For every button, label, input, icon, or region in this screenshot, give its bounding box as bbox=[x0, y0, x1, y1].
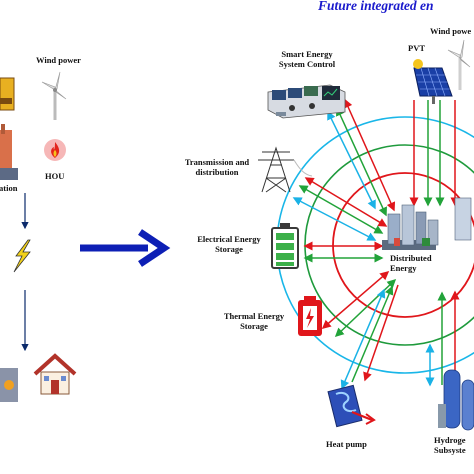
blue-connection-lines bbox=[292, 110, 435, 390]
transmission-label: Transmission and distribution bbox=[184, 157, 250, 177]
hou-label: HOU bbox=[45, 171, 65, 181]
generation-label: ation bbox=[0, 183, 18, 193]
wind-turbine-icon bbox=[41, 71, 67, 120]
distributed-energy-label: Distributed Energy bbox=[390, 253, 432, 273]
fire-icon bbox=[44, 139, 66, 161]
heat-pump-label: Heat pump bbox=[326, 439, 367, 449]
battery-icon bbox=[271, 223, 299, 269]
wind-power-label-right: Wind powe bbox=[430, 26, 472, 36]
thermal-storage-label: Thermal Energy Storage bbox=[223, 311, 285, 331]
pvt-label: PVT bbox=[408, 43, 425, 53]
diagram-title: Future integrated en bbox=[318, 0, 434, 13]
wind-power-label-left: Wind power bbox=[36, 55, 81, 65]
wind-turbine-icon-right bbox=[447, 39, 471, 90]
lightning-icon bbox=[13, 239, 31, 273]
power-plant-icon bbox=[0, 77, 18, 180]
heat-pump-icon bbox=[327, 384, 376, 428]
house-icon bbox=[33, 353, 77, 395]
hydrogen-label: Hydroge Subsyste bbox=[434, 435, 466, 455]
smart-control-label: Smart Energy System Control bbox=[278, 49, 336, 69]
transmission-tower-icon bbox=[258, 146, 313, 193]
control-room-icon bbox=[267, 84, 346, 119]
thermal-battery-icon bbox=[298, 296, 322, 336]
electrical-storage-label: Electrical Energy Storage bbox=[197, 234, 261, 254]
solar-panel-icon bbox=[413, 59, 453, 104]
main-transition-arrow bbox=[80, 229, 171, 267]
industrial-consumer-icon bbox=[0, 368, 18, 402]
hydrogen-tank-icon bbox=[438, 369, 474, 431]
city-icon bbox=[382, 197, 472, 250]
